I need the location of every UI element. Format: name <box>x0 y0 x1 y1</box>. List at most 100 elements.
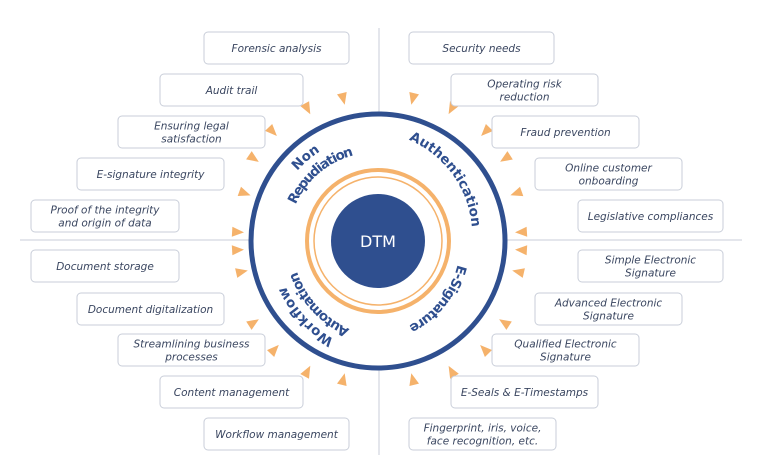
inner-ring <box>313 176 443 306</box>
left-item-box <box>76 157 225 191</box>
left-item-label: Content management <box>174 387 290 399</box>
left-item-box <box>76 292 225 326</box>
right-item-1: Security needs <box>408 31 555 65</box>
right-item-label: Qualified Electronic <box>514 339 617 351</box>
right-item-label: reduction <box>500 92 550 104</box>
right-item-box <box>534 292 683 326</box>
right-item-label: Operating risk <box>487 79 563 91</box>
arrow-marker <box>265 124 277 136</box>
left-item-label: Workflow management <box>215 429 339 441</box>
left-item-label: and origin of data <box>58 218 151 230</box>
right-item-label: Online customer <box>565 163 652 175</box>
left-item-box <box>159 375 304 409</box>
right-item-box <box>491 333 640 367</box>
arrow-marker <box>231 245 244 256</box>
right-item-box <box>577 199 724 233</box>
left-item-box <box>30 199 180 233</box>
arrow-markers <box>231 92 528 386</box>
arrow-marker <box>409 373 419 386</box>
arrow-marker <box>448 365 459 379</box>
right-item-box <box>534 157 683 191</box>
right-item-box <box>450 73 599 107</box>
arrow-marker <box>448 101 459 115</box>
left-item-box <box>203 31 350 65</box>
left-item-label: satisfaction <box>161 134 221 146</box>
arrow-marker <box>246 151 259 162</box>
left-item-label: Forensic analysis <box>232 43 322 55</box>
rings <box>248 111 508 371</box>
left-item-2: Audit trail <box>159 73 304 107</box>
right-item-box <box>491 115 640 149</box>
arrow-marker <box>480 345 492 357</box>
left-item-6: Document storage <box>30 249 180 283</box>
left-item-1: Forensic analysis <box>203 31 350 65</box>
left-item-box <box>203 417 350 451</box>
left-item-label: Ensuring legal <box>154 121 229 133</box>
right-item-label: E-Seals & E-Timestamps <box>461 387 589 399</box>
left-item-label: Streamlining business <box>133 339 250 351</box>
middle-ring <box>305 168 451 314</box>
arrow-marker <box>481 124 493 136</box>
arrow-marker <box>515 226 528 237</box>
right-item-box <box>450 375 599 409</box>
arrow-marker <box>267 344 279 357</box>
right-item-label: Security needs <box>442 43 521 55</box>
right-item-label: Fraud prevention <box>520 127 610 139</box>
left-item-label: processes <box>164 352 218 364</box>
arrow-marker <box>246 319 259 330</box>
right-item-3: Fraud prevention <box>491 115 640 149</box>
arrow-marker <box>300 101 311 115</box>
right-item-10: Fingerprint, iris, voice,face recognitio… <box>408 417 557 451</box>
right-item-9: E-Seals & E-Timestamps <box>450 375 599 409</box>
left-item-box <box>30 249 180 283</box>
right-item-label: onboarding <box>579 176 639 188</box>
right-item-label: Fingerprint, iris, voice, <box>424 423 542 435</box>
right-item-5: Legislative compliances <box>577 199 724 233</box>
left-item-7: Document digitalization <box>76 292 225 326</box>
arrow-marker <box>337 92 347 105</box>
arrow-marker <box>500 151 513 162</box>
arrow-marker <box>409 92 419 105</box>
left-item-9: Content management <box>159 375 304 409</box>
arrow-marker <box>231 226 244 237</box>
right-item-label: Simple Electronic <box>605 255 696 267</box>
left-item-4: E-signature integrity <box>76 157 225 191</box>
arrow-marker <box>300 365 311 379</box>
right-item-box <box>408 417 557 451</box>
center-label: DTM <box>360 232 396 251</box>
arrow-marker <box>337 373 347 386</box>
center-circle <box>331 194 425 288</box>
left-item-label: E-signature integrity <box>97 169 206 181</box>
left-item-box <box>117 333 266 367</box>
right-item-box <box>577 249 724 283</box>
left-item-label: Audit trail <box>205 85 258 97</box>
left-item-label: Document storage <box>56 261 154 273</box>
arrow-marker <box>510 186 524 197</box>
arrow-marker <box>235 268 248 278</box>
left-item-label: Document digitalization <box>88 304 213 316</box>
left-item-box <box>159 73 304 107</box>
right-item-label: Advanced Electronic <box>554 298 663 310</box>
outer-ring <box>248 111 508 371</box>
right-item-label: Legislative compliances <box>588 211 714 223</box>
left-item-box <box>117 115 266 149</box>
arrow-marker <box>512 268 525 278</box>
right-item-label: face recognition, etc. <box>427 436 538 448</box>
left-item-label: Proof of the integrity <box>51 205 161 217</box>
left-item-10: Workflow management <box>203 417 350 451</box>
right-item-label: Signature <box>583 311 634 323</box>
right-item-label: Signature <box>625 268 676 280</box>
arrow-marker <box>515 245 528 256</box>
right-item-box <box>408 31 555 65</box>
